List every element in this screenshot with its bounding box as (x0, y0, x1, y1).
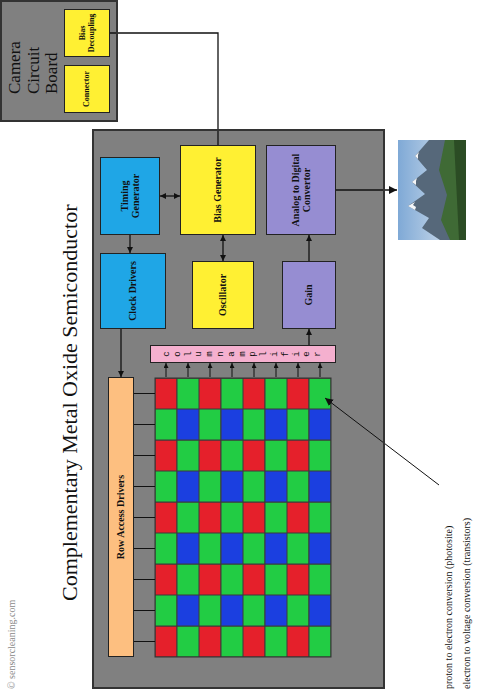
control-arrow (160, 195, 180, 196)
label-holder: electron to voltage conversion (transist… (461, 518, 472, 689)
signal-arrow (308, 235, 309, 261)
block-label: Timing Generator (119, 161, 142, 231)
row-arrow (120, 329, 121, 377)
chip-panel: Complementary Metal Oxide SemiconductorR… (92, 129, 385, 689)
mountain-photo (398, 140, 466, 240)
output-arrow (336, 189, 397, 190)
gain-block: Gain (282, 261, 336, 329)
block-label: Clock Drivers (127, 261, 139, 321)
column-wires (166, 363, 320, 377)
block-label: Row Access Drivers (115, 475, 127, 559)
adc-block: Analog to Digital Convertor (266, 145, 336, 235)
clock-block: Clock Drivers (100, 253, 166, 329)
oscillator-block: Oscillator (192, 261, 254, 329)
label-holder: © sensorcleaning.com (6, 600, 17, 689)
signal-arrow (308, 329, 309, 345)
clock-arrow (129, 235, 130, 253)
block-label: column amplifier (162, 350, 324, 359)
block-label: Bias Generator (212, 157, 224, 222)
decoupling-pad: Bias Decoupling (64, 9, 110, 57)
block-label: Gain (303, 284, 315, 305)
panel-fill (92, 129, 385, 689)
watermark: © sensorcleaning.com (6, 600, 17, 689)
timing-block: Timing Generator (100, 157, 160, 235)
block-label: Analog to Digital Convertor (290, 149, 313, 231)
block-label: Oscillator (217, 274, 229, 316)
label-holder: proton to electron conversion (photosite… (443, 526, 454, 689)
row-wires (134, 394, 155, 642)
panel-heading: Camera Circuit Board (6, 14, 62, 94)
leader-line (325, 398, 439, 485)
block-label: Bias Decoupling (78, 13, 96, 53)
board-panel: Camera Circuit BoardConnector Bias Decoup… (0, 0, 118, 122)
driver-bar: Row Access Drivers (108, 377, 134, 657)
panel-fills (0, 0, 385, 689)
connector-pad: Connector (64, 65, 110, 113)
pixel-array (155, 378, 331, 657)
bias-block: Bias Generator (180, 145, 256, 235)
panel-heading: Complementary Metal Oxide Semiconductor (58, 204, 82, 601)
block-label: Connector (82, 71, 91, 107)
amplifier-bar: column amplifier (150, 345, 336, 363)
note-text: electron to voltage conversion (transist… (461, 518, 472, 689)
note-text: proton to electron conversion (photosite… (443, 526, 454, 689)
panel-fill (0, 0, 118, 122)
clock-source-arrow (222, 235, 223, 261)
